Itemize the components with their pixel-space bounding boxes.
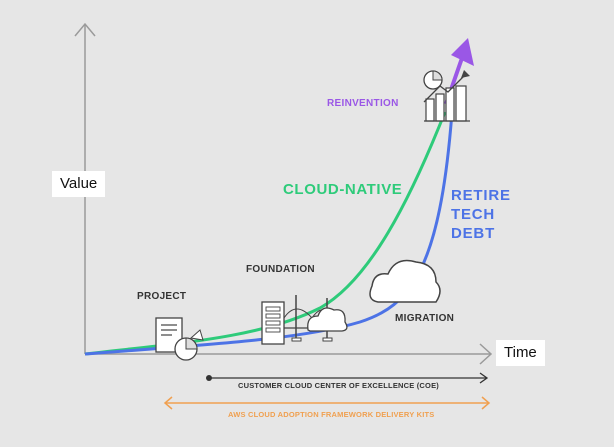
coe-bar-arrow xyxy=(479,372,489,384)
x-axis-arrow xyxy=(479,343,493,365)
cloud-native-label: CLOUD-NATIVE xyxy=(283,181,403,198)
x-axis-label: Time xyxy=(496,340,545,366)
reinvention-arrow-head xyxy=(451,38,474,66)
reinvention-label: REINVENTION xyxy=(327,98,399,109)
kits-bar-left-arrow xyxy=(163,396,173,410)
kits-bar-right-arrow xyxy=(481,396,491,410)
project-label: PROJECT xyxy=(137,291,187,302)
cloud-icon xyxy=(369,259,441,303)
delivery-kits-label: AWS CLOUD ADOPTION FRAMEWORK DELIVERY KI… xyxy=(228,410,435,419)
migration-label: MIGRATION xyxy=(395,313,455,324)
coe-label: CUSTOMER CLOUD CENTER OF EXCELLENCE (COE… xyxy=(238,381,439,390)
document-chart-icon xyxy=(155,317,204,361)
y-axis-label: Value xyxy=(52,171,106,197)
growth-chart-icon xyxy=(423,70,470,122)
building-bridge-cloud-icon xyxy=(261,295,348,345)
retire-tech-debt-label: RETIRE TECH DEBT xyxy=(451,187,511,242)
y-axis-arrow xyxy=(74,22,96,37)
foundation-label: FOUNDATION xyxy=(246,264,315,275)
